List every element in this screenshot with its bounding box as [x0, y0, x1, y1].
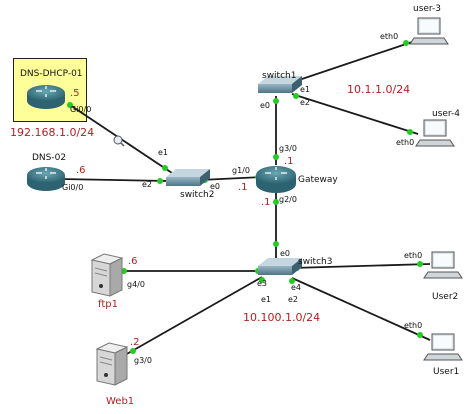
iface-user4-eth0: eth0	[396, 138, 415, 147]
device-name-ftp1: ftp1	[98, 299, 118, 310]
link-dns02-switch2	[59, 178, 169, 182]
iface-switch3-e4: e4	[291, 283, 302, 292]
device-name-user3: user-3	[413, 4, 442, 14]
router-icon-gateway[interactable]	[256, 166, 296, 193]
device-name-web1: Web1	[106, 396, 135, 407]
network-label-10-1: 10.1.1.0/24	[347, 83, 411, 96]
device-name-switch2: switch2	[180, 190, 215, 200]
iface-switch1-e0: e0	[260, 101, 271, 110]
ip-ftp1: .6	[128, 256, 138, 267]
iface-user3-eth0: eth0	[380, 32, 399, 41]
iface-switch1-e2: e2	[300, 98, 311, 107]
device-name-user1: User1	[433, 367, 460, 377]
iface-switch2-e2: e2	[142, 180, 153, 189]
iface-dns02-gi0: Gi0/0	[62, 183, 84, 192]
link-switch3-user2	[291, 263, 431, 269]
pc-icon-user2[interactable]	[423, 251, 463, 279]
iface-switch2-e1: e1	[158, 148, 169, 157]
ip-dns02: .6	[76, 165, 86, 176]
iface-switch3-e3: e3	[257, 279, 268, 288]
iface-gateway-g1: g1/0	[232, 166, 250, 175]
server-icon-ftp1[interactable]	[90, 253, 124, 297]
ip-gateway-g1: .1	[238, 182, 248, 193]
link-switch1-user3	[289, 39, 419, 84]
iface-gateway-g2: g2/0	[279, 195, 297, 204]
pc-icon-user4[interactable]	[415, 119, 455, 147]
capture-magnifier-icon[interactable]	[113, 135, 125, 147]
device-name-dns02: DNS-02	[32, 153, 67, 163]
iface-web1-g3: g3/0	[134, 356, 152, 365]
switch-icon-switch2[interactable]	[166, 169, 210, 186]
links	[59, 39, 431, 356]
pc-icon-user3[interactable]	[409, 17, 449, 45]
server-icon-web1[interactable]	[95, 342, 129, 386]
ip-gateway-g3: .1	[284, 156, 294, 167]
ip-dns-dhcp: .5	[70, 88, 80, 99]
link-switch3-web1	[124, 276, 263, 356]
device-name-user4: user-4	[432, 109, 461, 119]
iface-gateway-g3: g3/0	[279, 144, 297, 153]
network-label-10-100: 10.100.1.0/24	[243, 311, 321, 324]
ip-gateway-g2: .1	[261, 197, 271, 208]
iface-switch3-e1: e1	[261, 295, 272, 304]
device-name-gateway: Gateway	[298, 175, 338, 185]
iface-user1-eth0: eth0	[404, 321, 423, 330]
link-switch2-gateway	[199, 176, 263, 181]
network-label-192: 192.168.1.0/24	[10, 126, 95, 139]
switch-icon-switch3[interactable]	[258, 258, 302, 275]
iface-switch3-e2: e2	[288, 295, 299, 304]
link-switch3-user1	[291, 277, 431, 341]
device-name-dns-dhcp: DNS-DHCP-01	[20, 69, 83, 79]
iface-user2-eth0: eth0	[404, 251, 423, 260]
iface-switch3-e0: e0	[280, 249, 291, 258]
router-icon-dns-dhcp[interactable]	[27, 85, 65, 109]
switch-icon-switch1[interactable]	[258, 76, 302, 93]
router-icon-dns02[interactable]	[27, 167, 65, 191]
iface-switch2-e0: e0	[210, 182, 221, 191]
iface-switch1-e1: e1	[300, 85, 311, 94]
device-name-user2: User2	[432, 292, 459, 302]
ip-web1: .2	[130, 337, 140, 348]
device-name-switch1: switch1	[262, 71, 297, 81]
pc-icon-user1[interactable]	[423, 333, 463, 361]
iface-dns-dhcp-gi0: Gi0/0	[70, 105, 92, 114]
iface-ftp1-g4: g4/0	[127, 280, 145, 289]
device-name-switch3: switch3	[298, 257, 333, 267]
link-switch1-user4	[291, 93, 419, 135]
